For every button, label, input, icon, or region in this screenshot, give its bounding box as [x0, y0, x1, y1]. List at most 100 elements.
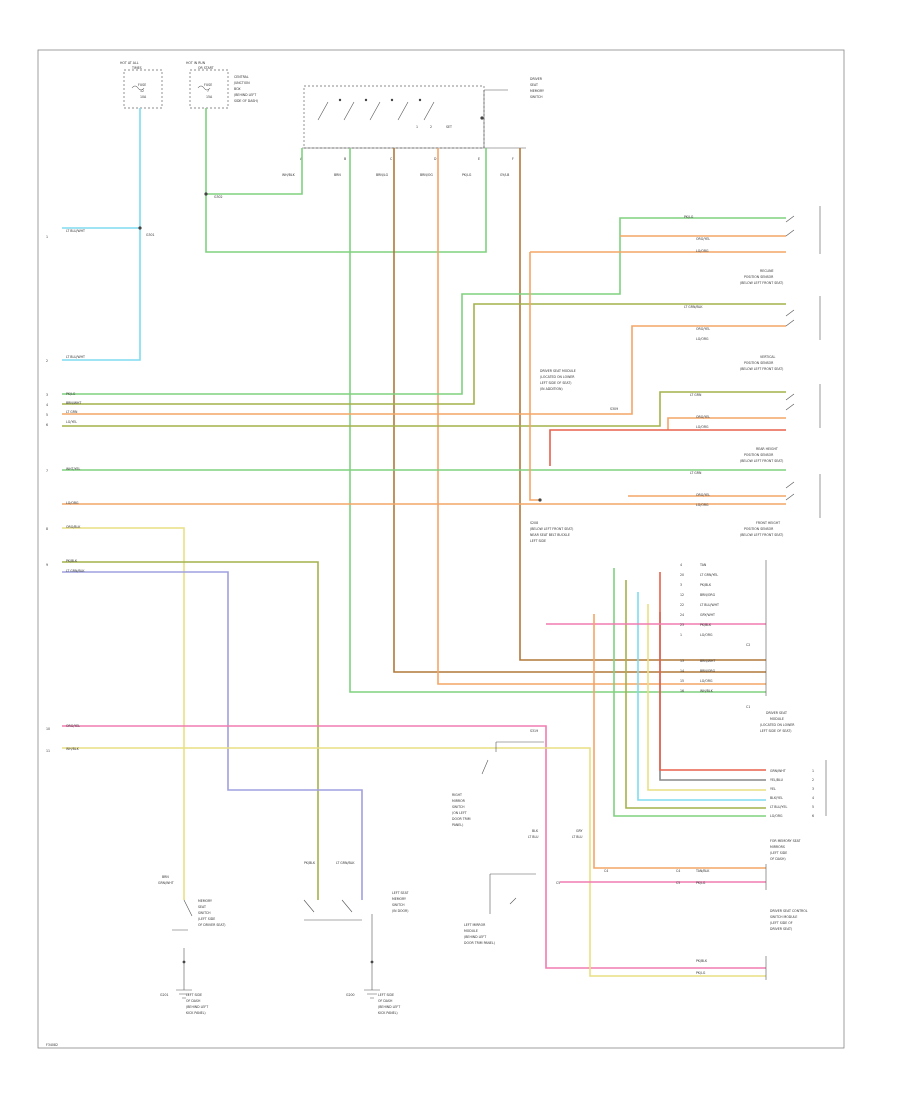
mid-label-3: LEFT SIDE OF SEAT)	[540, 381, 572, 385]
fuse-12-label: FUSE	[138, 83, 146, 87]
mirror-module-2: MODULE	[464, 929, 478, 933]
bottom-wire-c4: TAN/BLK	[695, 869, 710, 873]
module-wire-b-0: BRN/WHT	[700, 659, 715, 663]
seat-switch-left-5: OF DRIVER SEAT)	[198, 923, 226, 927]
sensor-3-wire-2: ORG/YEL	[696, 415, 710, 419]
wire-lt-blue-feed	[62, 108, 141, 361]
panel-label-1: CENTRAL	[234, 75, 249, 79]
top-pin-b: B	[344, 157, 346, 161]
module-pin-3: 3	[680, 583, 682, 587]
module-right-pin-2: 2	[812, 778, 814, 782]
mirror-module-1: LEFT MIRROR	[464, 923, 486, 927]
bottom-module2-name-1: DRIVER SEAT CONTROL	[770, 909, 808, 913]
mirror-wire-c4: PK/BLK	[696, 959, 708, 963]
top-pin-c: C	[390, 157, 393, 161]
module-wire-7: LG/ORG	[700, 633, 713, 637]
split-c1: C1	[746, 705, 750, 709]
position-sensors: PK/LG ORG/YEL LG/ORG RECLINE POSITION SE…	[684, 206, 821, 537]
bottom-module-name-1: FOR MEMORY SEAT	[770, 839, 801, 843]
mirror-switch-1: RIGHT	[452, 793, 462, 797]
mirror-wire-c5: PK/LG	[696, 971, 706, 975]
wire-brn-wht	[62, 303, 786, 405]
bottom-module2-name-4: DRIVER SEAT)	[770, 927, 792, 931]
splice-label-4: LEFT SIDE	[530, 539, 546, 543]
sensor-1-wire-1: PK/LG	[684, 215, 694, 219]
fuse-7-label: FUSE	[204, 83, 212, 87]
sensor-2-name-2: POSITION SENSOR	[744, 361, 774, 365]
sensor-2-wire-2: ORG/YEL	[696, 327, 710, 331]
fuse-7-number: 7	[207, 89, 209, 93]
bottom-module-name-2: MIRRORS	[770, 845, 785, 849]
wire-org-blk	[62, 527, 185, 900]
mirror-module-3: (BEHIND LEFT	[464, 935, 486, 939]
fuse-12-rating: 10A	[140, 95, 147, 99]
switch-pos-1: 1	[416, 125, 418, 129]
left-label-org-blk: ORG/BLK	[66, 525, 81, 529]
top-pin-f: F	[512, 157, 514, 161]
module-right-wire-0: GRN/WHT	[770, 769, 786, 773]
sensor-3-wire-1: LT GRN	[690, 393, 702, 397]
module-wire-b-3: WH/BLK	[700, 689, 714, 693]
left-label-wht-yel: WHT/YEL	[66, 467, 81, 471]
wire-org-yel	[62, 725, 766, 969]
sensor-3-name-2: POSITION SENSOR	[744, 453, 774, 457]
ground-mid-5: KICK PANEL)	[378, 1011, 398, 1015]
switch-pos-set: SET	[446, 125, 452, 129]
panel-label-2: JUNCTION	[233, 81, 250, 85]
panel-label-4: (BEHIND LEFT	[234, 93, 256, 97]
wire-mod-lblue	[637, 592, 766, 801]
ground-label-g302: G302	[214, 195, 223, 199]
module-wire-2: PK/BLK	[700, 583, 712, 587]
panel-label-5: SIDE OF DASH)	[234, 99, 258, 103]
ground-label-g301: G301	[146, 233, 155, 237]
sensor-4-name-1: FRONT HEIGHT	[756, 521, 780, 525]
module-pin-4: 4	[680, 563, 682, 567]
module-wire-b-1: BRN/ORG	[700, 669, 716, 673]
module-pin-1: 1	[680, 633, 682, 637]
left-label-lg-org: LG/ORG	[66, 501, 79, 505]
wire-a-green	[349, 148, 766, 693]
wire-lt-grn	[62, 325, 786, 415]
top-pin-e: E	[478, 157, 480, 161]
module-pin-b-13: 13	[680, 659, 684, 663]
mirror-area: RIGHT MIRROR SWITCH (ON LEFT DOOR TRIM P…	[452, 741, 808, 980]
fuse-7-rating: 15A	[206, 95, 213, 99]
top-wire-d: BRN/OG	[420, 173, 433, 177]
wire-mod-lg	[613, 568, 766, 817]
top-wire-f: GY/LB	[500, 173, 509, 177]
sensor-4-wire-2: ORG/YEL	[696, 493, 710, 497]
module-pin-22: 22	[680, 603, 684, 607]
ground-left-1: G201	[160, 993, 169, 997]
module-pin-23: 23	[680, 623, 684, 627]
top-switch-name-2: SEAT	[530, 83, 538, 87]
seat-switch-mid-wire-1: PK/BLK	[304, 861, 316, 865]
module-wire-3: BRN/ORG	[700, 593, 716, 597]
module-wire-1: LT GRN/YEL	[700, 573, 718, 577]
fuse-12-number: 12	[140, 89, 144, 93]
left-pin-5: 5	[46, 413, 48, 417]
ground-label-s309: S309	[610, 407, 618, 411]
wire-mod-red	[659, 572, 766, 771]
mid-label-1: DRIVER SEAT MODULE	[540, 369, 576, 373]
wire-brown-orange	[519, 148, 766, 661]
module-right-pin-1: 1	[812, 769, 814, 773]
ground-mid-3: OF DASH	[378, 999, 393, 1003]
module-right-pin-3: 3	[812, 787, 814, 791]
module-pin-b-14: 14	[680, 669, 684, 673]
mirror-switch-2: MIRROR	[452, 799, 466, 803]
sensor-2-name-1: VERTICAL	[760, 355, 775, 359]
wire-brown	[393, 148, 766, 673]
module-right-pin-4: 4	[812, 796, 814, 800]
left-label-brn-wht: BRN/WHT	[66, 401, 81, 405]
sensor-4-name-3: (BELOW LEFT FRONT SEAT)	[740, 533, 783, 537]
ground-label-s319: S319	[530, 729, 538, 733]
left-label-lt-grn-blk: LT GRN/BLK	[66, 569, 85, 573]
sensor-3-name-3: (BELOW LEFT FRONT SEAT)	[740, 459, 783, 463]
driver-seat-memory-switch: SET 1 2 DRIVER SEAT MEMORY SWITCH A B C …	[282, 77, 544, 177]
module-right-wire-1: YEL/BLU	[770, 778, 784, 782]
left-pin-6: 6	[46, 423, 48, 427]
module-right-wire-4: LT BLU/YEL	[770, 805, 787, 809]
